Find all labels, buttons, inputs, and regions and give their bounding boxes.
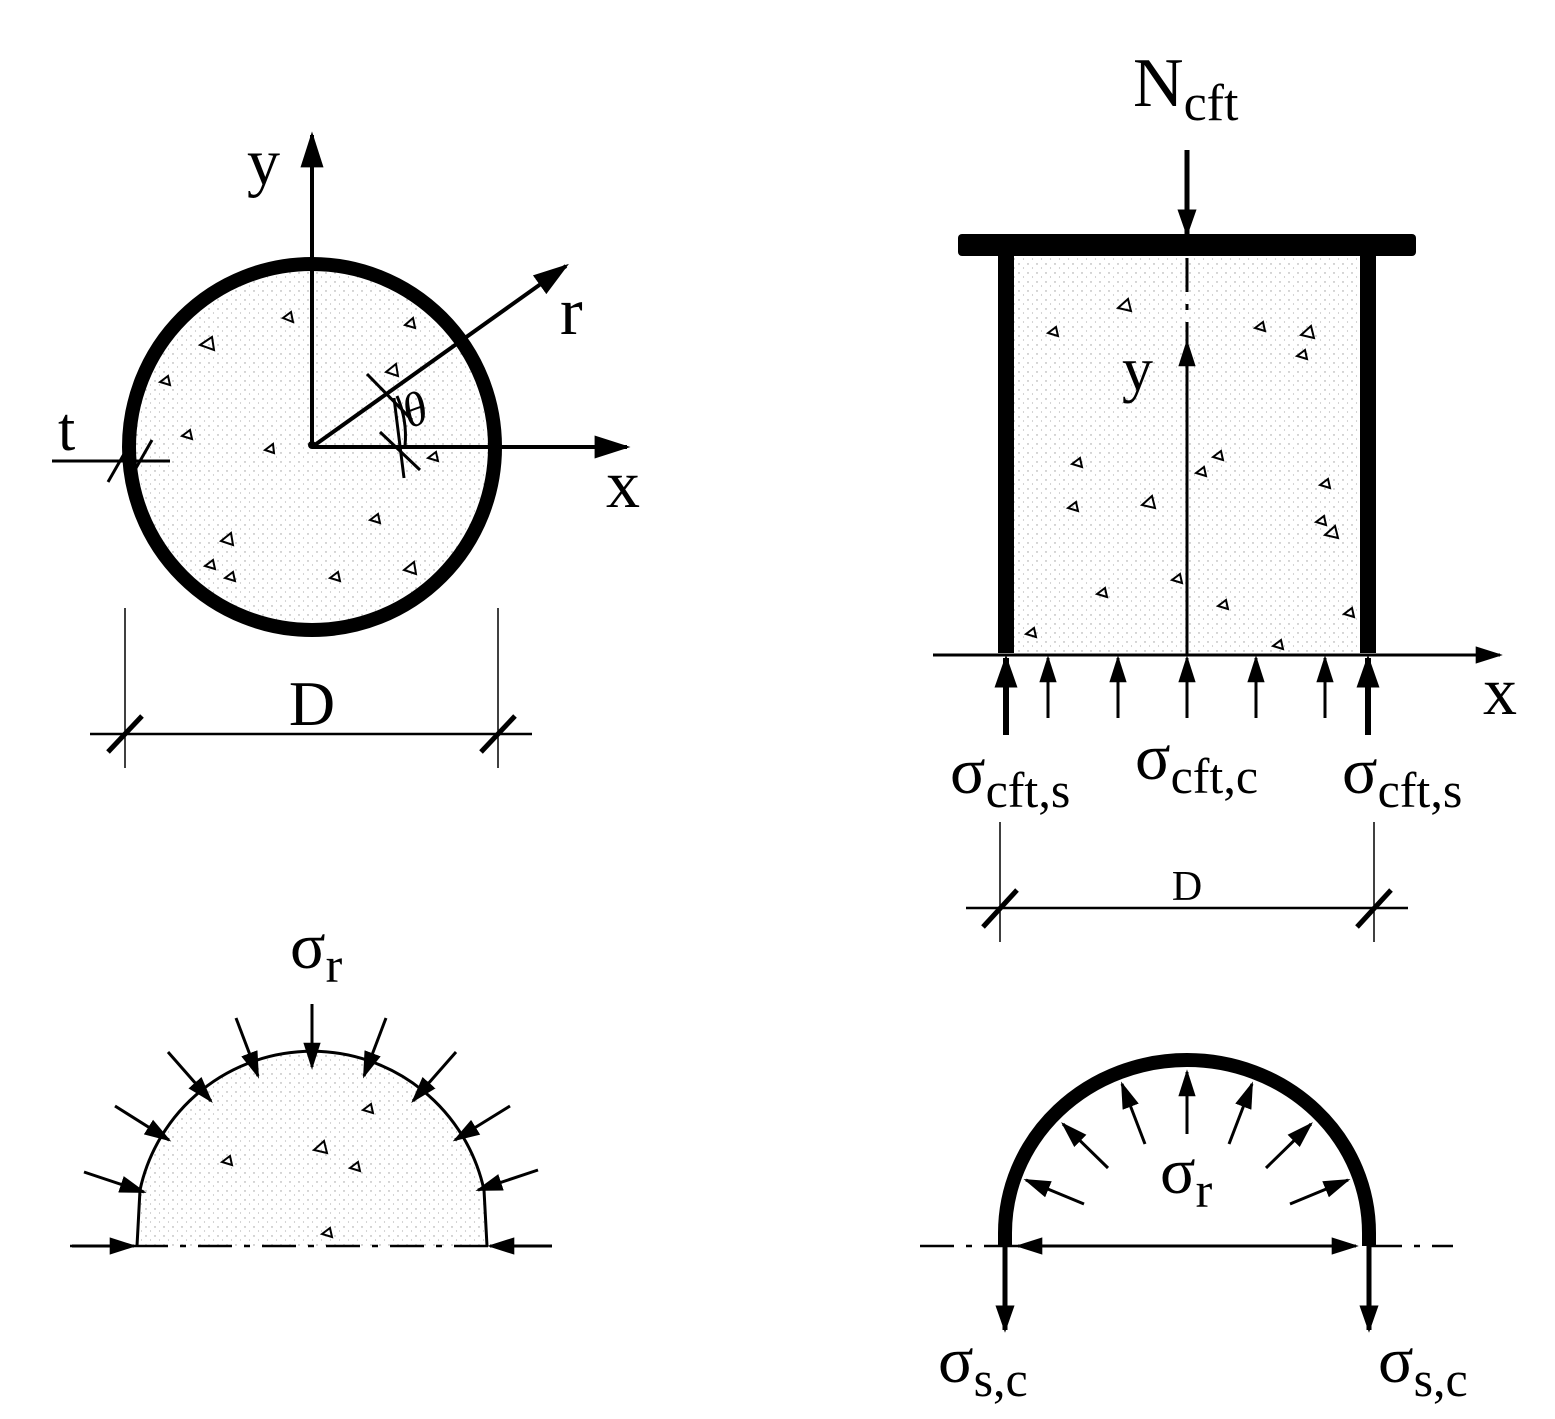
label-sigma-cft-s-right: σcft,s — [1342, 735, 1462, 818]
internal-pressure-arrows — [1015, 1069, 1359, 1255]
label-t: t — [58, 396, 75, 464]
label-sigma-s-c-right: σs,c — [1378, 1324, 1468, 1407]
loading-plate — [958, 234, 1416, 256]
label-y: y — [247, 126, 280, 199]
aggregate-marks — [157, 310, 440, 583]
thickness-tick-2 — [126, 439, 154, 483]
thickness-tick-1 — [106, 439, 134, 483]
aggregate-marks-half — [219, 1102, 375, 1239]
aggregate-marks-column — [1023, 297, 1356, 651]
dim-tick-right-column — [1355, 888, 1393, 929]
base-stress-arrows — [994, 654, 1380, 735]
label-d-cross-section: D — [289, 668, 335, 739]
theta-tick-3 — [378, 430, 422, 472]
theta-arc — [395, 395, 407, 447]
concrete-half-core — [137, 1051, 487, 1246]
label-x-column: x — [1483, 653, 1517, 729]
label-d-column: D — [1172, 864, 1202, 910]
hoop-stress-arrows — [995, 1244, 1379, 1333]
dim-tick-left — [106, 714, 144, 754]
origin-dot — [308, 441, 316, 449]
panel-steel-half: σr σs,c σs,c — [920, 1053, 1468, 1407]
label-n-cft: Ncft — [1133, 45, 1239, 132]
label-y-column: y — [1122, 336, 1153, 404]
panel-longitudinal-section: Ncft y x σcft,s σcft,c σcft,s D — [933, 45, 1517, 942]
r-axis — [310, 263, 569, 449]
label-sigma-r-concrete: σr — [290, 910, 343, 993]
confining-pressure-arrows — [72, 1004, 552, 1255]
panel-concrete-half: σr — [70, 910, 552, 1255]
label-x: x — [606, 446, 640, 522]
theta-tick-2 — [392, 397, 406, 479]
label-sigma-r-steel: σr — [1160, 1135, 1213, 1218]
dim-tick-right — [479, 714, 517, 754]
steel-half-ring — [998, 1053, 1376, 1246]
label-sigma-cft-c: σcft,c — [1135, 721, 1258, 804]
label-r: r — [560, 273, 583, 349]
label-sigma-cft-s-left: σcft,s — [950, 735, 1070, 818]
theta-tick-1 — [365, 372, 414, 422]
label-sigma-s-c-left: σs,c — [938, 1324, 1028, 1407]
dim-tick-left-column — [981, 888, 1019, 929]
panel-cross-section: y r x θ t D — [52, 126, 640, 768]
